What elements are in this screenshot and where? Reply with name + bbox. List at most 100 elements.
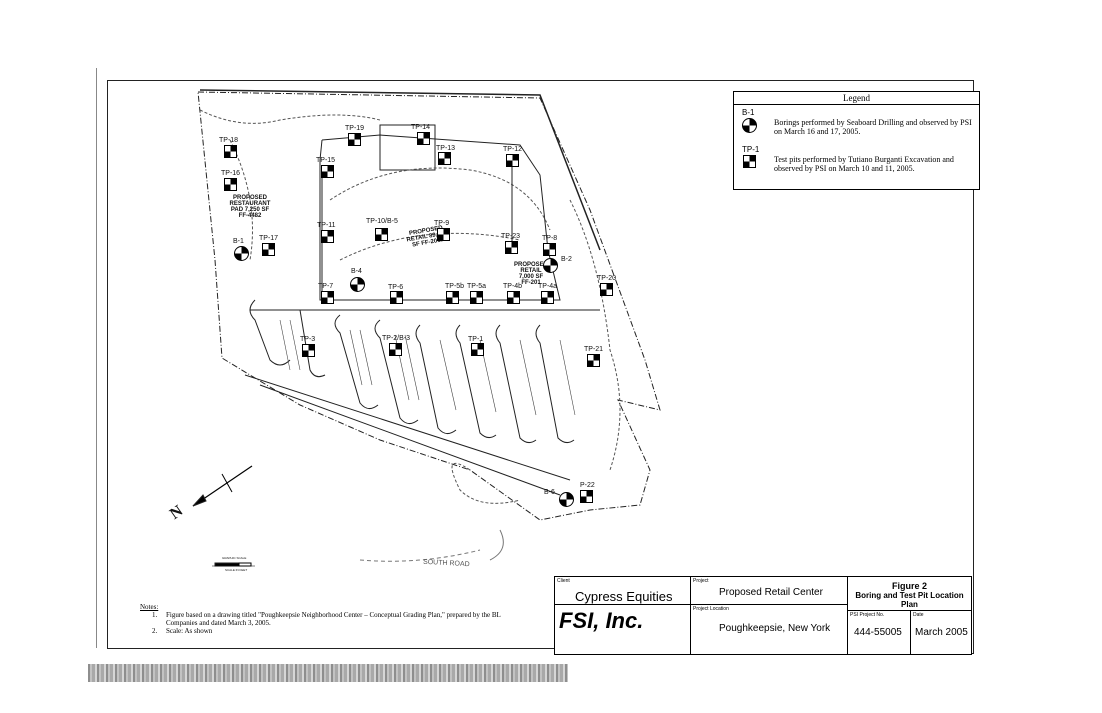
note-number: 1.: [152, 611, 158, 619]
test-pit-marker: [348, 133, 361, 146]
retail-pad-label: PROPOSED RETAIL 7,000 SF FF-201: [514, 262, 549, 286]
note-number: 2.: [152, 627, 158, 635]
psi-number-cell: PSI Project No. 444-55005: [848, 611, 911, 654]
test-pit-label: TP-13: [436, 145, 456, 152]
scan-edge-line: [96, 68, 97, 648]
test-pit-label: TP-14: [411, 124, 431, 131]
legend-testpit-text: Test pits performed by Tutiano Burganti …: [774, 155, 954, 173]
test-pit-marker: [321, 165, 334, 178]
location-cell: Project Location Poughkeepsie, New York: [691, 605, 848, 654]
test-pit-marker: [321, 230, 334, 243]
title-block: Client Cypress Equities FSI, Inc. Projec…: [554, 576, 972, 655]
test-pit-label: TP-9: [434, 220, 450, 227]
psi-project-number: 444-55005: [854, 627, 902, 638]
test-pit-marker: [390, 291, 403, 304]
test-pit-marker: [389, 343, 402, 356]
company-cell: FSI, Inc.: [555, 605, 691, 654]
test-pit-label: TP-16: [221, 170, 241, 177]
project-name: Proposed Retail Center: [719, 587, 823, 598]
test-pit-label: TP-4a: [538, 283, 558, 290]
test-pit-marker: [541, 291, 554, 304]
test-pit-marker: [580, 490, 593, 503]
test-pit-label: P-22: [580, 482, 595, 489]
test-pit-marker: [505, 241, 518, 254]
test-pit-marker: [471, 343, 484, 356]
test-pit-marker: [437, 228, 450, 241]
test-pit-label: TP-1: [468, 336, 484, 343]
test-pit-label: TP-12: [503, 146, 523, 153]
project-location: Poughkeepsie, New York: [719, 623, 831, 634]
drawing-frame-left: [107, 80, 574, 649]
test-pit-marker: [470, 291, 483, 304]
test-pit-marker: [224, 145, 237, 158]
test-pit-marker: [224, 178, 237, 191]
boring-label: B-4: [351, 268, 362, 275]
figure-cell: Figure 2 Boring and Test Pit Location Pl…: [848, 577, 971, 611]
client-caption: Client: [557, 578, 570, 584]
date-cell: Date March 2005: [911, 611, 971, 654]
test-pit-label: TP-20: [597, 275, 617, 282]
test-pit-label: TP-21: [584, 346, 604, 353]
test-pit-marker: [507, 291, 520, 304]
company-logo-text: FSI, Inc.: [559, 608, 644, 633]
client-name: Cypress Equities: [575, 589, 673, 604]
test-pit-label: TP-10/B-5: [366, 218, 398, 225]
legend-boring-text: Borings performed by Seaboard Drilling a…: [774, 118, 972, 136]
boring-label: B-1: [233, 238, 244, 245]
project-caption: Project: [693, 578, 709, 584]
drawing-date: March 2005: [915, 627, 968, 638]
test-pit-marker: [321, 291, 334, 304]
note-item: 2. Scale: As shown: [140, 627, 520, 635]
test-pit-marker: [506, 154, 519, 167]
legend-title: Legend: [734, 92, 979, 105]
figure-title: Boring and Test Pit Location Plan: [855, 591, 964, 609]
test-pit-label: TP-23: [501, 233, 521, 240]
boring-label: B-2: [561, 256, 572, 263]
notes-block: Notes: 1. Figure based on a drawing title…: [140, 603, 520, 635]
psi-caption: PSI Project No.: [850, 612, 885, 618]
project-cell: Project Proposed Retail Center: [691, 577, 848, 605]
client-cell: Client Cypress Equities: [555, 577, 691, 605]
boring-marker: [559, 492, 574, 507]
restaurant-pad-label: PROPOSED RESTAURANT PAD 7,250 SF FF-4482: [229, 195, 271, 219]
note-text: Scale: As shown: [166, 627, 213, 635]
test-pit-marker: [302, 344, 315, 357]
test-pit-marker: [446, 291, 459, 304]
test-pit-label: TP-2/B-3: [382, 335, 411, 342]
test-pit-marker: [543, 243, 556, 256]
notes-heading: Notes:: [140, 603, 159, 611]
legend-boring-symbol: [742, 118, 757, 133]
date-caption: Date: [913, 612, 924, 618]
legend-testpit-row: TP-1 Test pits performed by Tutiano Burg…: [740, 145, 975, 181]
test-pit-label: TP-5b: [445, 283, 465, 290]
test-pit-label: TP-19: [345, 125, 365, 132]
test-pit-label: TP-11: [317, 222, 336, 229]
boring-marker: [350, 277, 365, 292]
scan-artifact-bar: [88, 664, 568, 682]
legend-testpit-symbol: [743, 155, 756, 168]
graphic-scale-caption: GRAPHIC SCALE: [222, 556, 247, 560]
test-pit-label: TP-4b: [503, 283, 523, 290]
boring-marker: [234, 246, 249, 261]
note-item: 1. Figure based on a drawing titled "Poug…: [140, 611, 520, 627]
legend-testpit-code: TP-1: [742, 145, 760, 154]
note-text: Figure based on a drawing titled "Poughk…: [166, 611, 501, 627]
test-pit-marker: [587, 354, 600, 367]
graphic-scale-unit: SCALE IN FEET: [225, 568, 248, 572]
test-pit-label: TP-18: [219, 137, 239, 144]
test-pit-label: TP-3: [300, 336, 316, 343]
legend-box: Legend B-1 Borings performed by Seaboard…: [733, 91, 980, 190]
test-pit-label: TP-7: [318, 283, 334, 290]
test-pit-label: TP-17: [259, 235, 279, 242]
test-pit-label: TP-6: [388, 284, 404, 291]
figure-number: Figure 2: [891, 581, 927, 591]
test-pit-marker: [600, 283, 613, 296]
legend-boring-row: B-1 Borings performed by Seaboard Drilli…: [740, 108, 975, 144]
boring-label: B-6: [544, 489, 555, 496]
test-pit-marker: [417, 132, 430, 145]
boring-marker: [543, 258, 558, 273]
test-pit-marker: [375, 228, 388, 241]
test-pit-label: TP-8: [542, 235, 558, 242]
